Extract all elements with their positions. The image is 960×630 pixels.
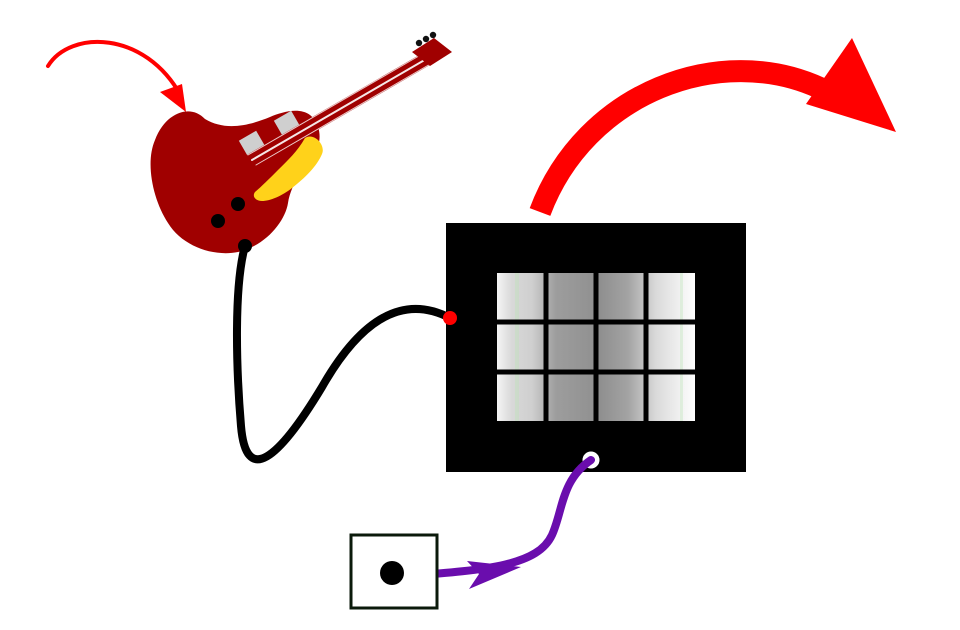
large-red-arrow-icon — [529, 38, 896, 216]
processor-device — [443, 223, 746, 472]
dark-box-icon — [349, 533, 439, 610]
purple-cable-arrow-icon — [402, 456, 595, 589]
small-red-arrow-icon — [46, 39, 186, 112]
screen-grid-icon — [495, 271, 697, 423]
guitar-icon — [150, 31, 452, 254]
black-cable-icon — [233, 242, 454, 464]
input-jack-red — [443, 311, 457, 325]
